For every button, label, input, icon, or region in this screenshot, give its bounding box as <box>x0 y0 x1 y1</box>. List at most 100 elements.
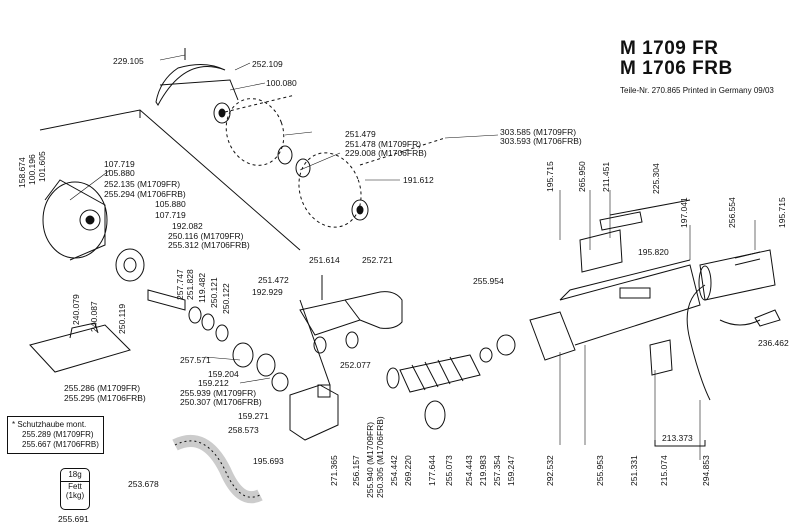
part-label-vertical: 292.532 <box>545 455 555 486</box>
part-label: 252.135 (M1709FR) <box>104 179 181 189</box>
model-title-2: M 1706 FRB <box>620 58 733 79</box>
part-label: 236.462 <box>758 338 789 348</box>
part-label-vertical: 255.953 <box>595 455 605 486</box>
front-cover <box>289 384 339 441</box>
part-label: 105.880 <box>104 168 135 178</box>
part-label-vertical: 100.196 <box>27 154 37 185</box>
part-label: 195.693 <box>253 456 284 466</box>
part-label-vertical: 119.482 <box>197 272 207 303</box>
part-label: 252.077 <box>340 360 371 370</box>
part-label: 100.080 <box>266 78 297 88</box>
part-label-vertical: 240.087 <box>89 301 99 332</box>
part-label-vertical: 250.121 <box>209 277 219 308</box>
abrasive-discs <box>225 98 362 228</box>
part-label: 159.271 <box>238 411 269 421</box>
part-label-vertical: 271.365 <box>329 455 339 486</box>
part-label-vertical: 254.443 <box>464 455 474 486</box>
document-meta: Teile-Nr. 270.865 Printed in Germany 09/… <box>620 86 774 95</box>
part-label: 213.373 <box>662 433 693 443</box>
part-label-vertical: 177.644 <box>427 455 437 486</box>
part-label-vertical: 250.119 <box>117 303 127 334</box>
part-label: 257.571 <box>180 355 211 365</box>
handle-cover <box>698 249 776 301</box>
part-label-vertical: 250.122 <box>221 283 231 314</box>
part-label: 303.593 (M1706FRB) <box>500 136 582 146</box>
part-label-vertical: 257.354 <box>492 455 502 486</box>
grease-weight: 18g <box>61 469 89 482</box>
part-label: 258.573 <box>228 425 259 435</box>
switch-parts <box>579 199 691 376</box>
part-label: 255.295 (M1706FRB) <box>64 393 146 403</box>
model-title-1: M 1709 FR <box>620 38 719 59</box>
part-label-vertical: 195.715 <box>777 197 787 228</box>
part-label: 255.954 <box>473 276 504 286</box>
grease-label: Fett <box>68 481 82 491</box>
part-label: 229.008 (M1706FRB) <box>345 148 427 158</box>
armature <box>386 334 516 430</box>
side-handle <box>299 275 403 386</box>
grease-jar: 18g Fett (1kg) <box>60 468 90 510</box>
part-label: 252.721 <box>362 255 393 265</box>
part-label-vertical: 195.715 <box>545 161 555 192</box>
part-label-vertical: 251.828 <box>185 269 195 300</box>
part-label-vertical: 250.305 (M1706FRB) <box>375 416 385 498</box>
part-label: 250.307 (M1706FRB) <box>180 397 262 407</box>
grease-size: (1kg) <box>65 491 85 501</box>
part-label-vertical: 225.304 <box>651 163 661 194</box>
part-label: 251.479 <box>345 129 376 139</box>
leader-lines <box>69 54 756 460</box>
part-label: 229.105 <box>113 56 144 66</box>
part-label-vertical: 265.950 <box>577 161 587 192</box>
wheel-guard <box>155 48 239 106</box>
part-label: 195.820 <box>638 247 669 257</box>
part-label: 251.472 <box>258 275 289 285</box>
part-label-vertical: 219.983 <box>478 455 488 486</box>
part-label-vertical: 240.079 <box>71 294 81 325</box>
part-label-vertical: 158.674 <box>17 157 27 188</box>
part-label-vertical: 215.074 <box>659 455 669 486</box>
part-label-vertical: 256.554 <box>727 197 737 228</box>
part-label-vertical: 101.605 <box>37 151 47 182</box>
part-label: 253.678 <box>128 479 159 489</box>
part-label-vertical: 197.041 <box>679 197 689 228</box>
part-label: 255.294 (M1706FRB) <box>104 189 186 199</box>
part-label-vertical: 251.331 <box>629 455 639 486</box>
part-label-vertical: 269.220 <box>403 455 413 486</box>
part-label-vertical: 294.853 <box>701 455 711 486</box>
part-label: 255.286 (M1709FR) <box>64 383 141 393</box>
gear-head <box>42 179 145 282</box>
part-label-vertical: 211.451 <box>601 161 611 192</box>
part-label-vertical: 254.442 <box>389 455 399 486</box>
part-label: 252.109 <box>252 59 283 69</box>
part-label-vertical: 159.247 <box>506 455 516 486</box>
spindle-parts <box>147 289 289 392</box>
note-line: 255.667 (M1706FRB) <box>22 440 99 449</box>
part-label-vertical: 257.747 <box>175 269 185 300</box>
part-label: 191.612 <box>403 175 434 185</box>
part-label: 250.116 (M1709FR) <box>168 231 244 241</box>
part-label: 303.585 (M1709FR) <box>500 127 577 137</box>
part-label: 255.939 (M1709FR) <box>180 388 257 398</box>
part-label: 251.614 <box>309 255 340 265</box>
guard-note-box: * Schutzhaube mont. 255.289 (M1709FR) 25… <box>7 416 104 454</box>
part-label-vertical: 255.940 (M1709FR) <box>365 421 375 498</box>
part-label-vertical: 255.073 <box>444 455 454 486</box>
plug <box>754 309 781 327</box>
grease-part-number: 255.691 <box>58 514 89 524</box>
flange-nuts <box>213 102 369 221</box>
part-label: 255.312 (M1706FRB) <box>168 240 250 250</box>
part-label: 159.212 <box>198 378 229 388</box>
part-label: 107.719 <box>104 159 135 169</box>
cable <box>686 284 711 401</box>
note-line: 255.289 (M1709FR) <box>22 430 94 439</box>
motor-housing <box>529 259 701 361</box>
part-label: 192.082 <box>172 221 203 231</box>
part-label: 251.478 (M1709FR) <box>345 139 422 149</box>
part-label: 107.719 <box>155 210 186 220</box>
part-label: 105.880 <box>155 199 186 209</box>
part-label: 192.929 <box>252 287 283 297</box>
part-label: 159.204 <box>208 369 239 379</box>
note-title: * Schutzhaube mont. <box>12 420 87 429</box>
part-label-vertical: 256.157 <box>351 455 361 486</box>
